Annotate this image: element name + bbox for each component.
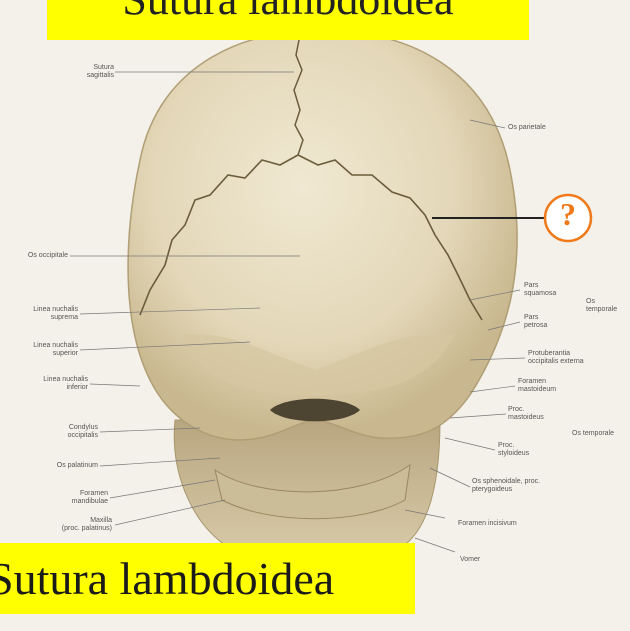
label-sutura-sagittalis: Sutura sagittalis xyxy=(70,64,114,80)
label-foramen-mandibulae: Foramen mandibulae xyxy=(52,490,108,506)
answer-caption-text: Sutura lambdoidea xyxy=(0,553,334,604)
label-os-parietale: Os parietale xyxy=(508,124,546,132)
question-mark: ? xyxy=(555,196,581,233)
label-linea-nuchalis-inferior: Linea nuchalis inferior xyxy=(32,376,88,392)
label-pars-squamosa: Pars squamosa xyxy=(524,282,556,298)
label-maxilla: Maxilla (proc. palatinus) xyxy=(52,517,112,533)
label-pars-petrosa: Pars petrosa xyxy=(524,314,547,330)
label-linea-nuchalis-suprema: Linea nuchalis suprema xyxy=(22,306,78,322)
label-vomer: Vomer xyxy=(460,556,480,564)
top-title-banner: Sutura lambdoidea xyxy=(47,0,529,40)
label-os-temporale-bracket: Os temporale xyxy=(586,298,617,314)
label-protuberantia: Protuberantia occipitalis externa xyxy=(528,350,584,366)
label-proc-styloideus: Proc. styloideus xyxy=(498,442,529,458)
answer-caption: Sutura lambdoidea xyxy=(0,543,415,614)
label-foramen-incisivum: Foramen incisivum xyxy=(458,520,517,528)
label-foramen-mastoideum: Foramen mastoideum xyxy=(518,378,556,394)
label-condylus-occipitalis: Condylus occipitalis xyxy=(44,424,98,440)
label-os-palatinum: Os palatinum xyxy=(44,462,98,470)
label-proc-mastoideus: Proc. mastoideus xyxy=(508,406,544,422)
label-os-temporale: Os temporale xyxy=(572,430,614,438)
top-title-text: Sutura lambdoidea xyxy=(47,0,529,25)
label-os-occipitale: Os occipitale xyxy=(18,252,68,260)
label-os-sphenoidale: Os sphenoidale, proc. pterygoideus xyxy=(472,478,540,494)
label-linea-nuchalis-superior: Linea nuchalis superior xyxy=(22,342,78,358)
